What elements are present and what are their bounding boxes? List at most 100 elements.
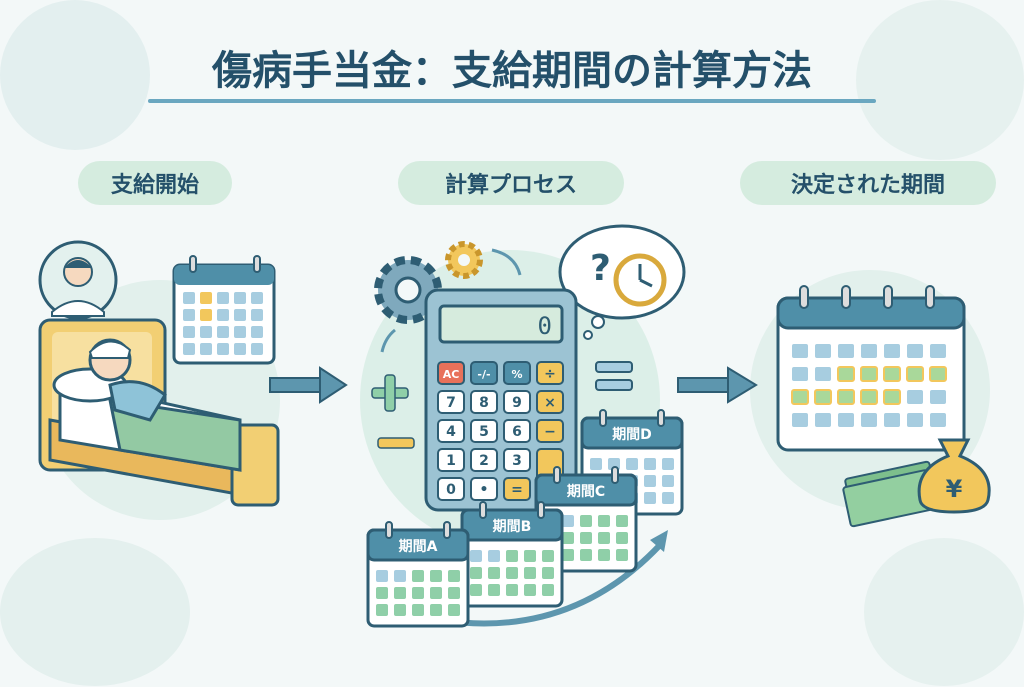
calculator-display (438, 304, 564, 344)
calendar-day (792, 413, 808, 427)
calendar-ring (189, 255, 197, 273)
calendar-day (861, 413, 877, 427)
calendar-day (412, 570, 424, 582)
cycle-arrow-icon (380, 328, 396, 353)
calendar-day (488, 584, 500, 596)
calendar-day (644, 458, 656, 470)
calendar-day (815, 344, 831, 358)
calendar-day (930, 413, 946, 427)
calculator-key-label: 8 (479, 395, 489, 411)
calendar-day (251, 326, 263, 338)
calendar-day (506, 550, 518, 562)
calendar-day (183, 292, 195, 304)
bg-blob (864, 538, 1024, 686)
calendar-day (907, 413, 923, 427)
calendar-day (562, 532, 574, 544)
minus-icon (377, 437, 415, 449)
calculator-key (503, 477, 531, 501)
patient-in-bed-illustration (38, 318, 280, 507)
page-title: 傷病手当金：支給期間の計算方法 (211, 48, 812, 94)
calculator-key (470, 477, 498, 501)
calendar-day (251, 343, 263, 355)
calendar-day (234, 309, 246, 321)
calculator-key (437, 361, 465, 385)
calculator-key-label: × (544, 395, 556, 411)
calculator-key (503, 390, 531, 414)
period-label: 期間C (567, 484, 605, 500)
calculator-key (437, 477, 465, 501)
calendar-day (506, 584, 518, 596)
arrow-right-icon (677, 366, 758, 404)
calculator-key-label: = (511, 482, 523, 498)
calendar-day (860, 366, 878, 382)
calculator-key (536, 419, 564, 443)
calendar-day (837, 366, 855, 382)
gear-icon (445, 241, 483, 279)
calendar-day (200, 292, 212, 304)
calendar-day (815, 413, 831, 427)
bg-blob (856, 0, 1024, 160)
period-label: 期間A (399, 539, 438, 555)
calendar-day (200, 309, 212, 321)
calendar-day (524, 567, 536, 579)
equals-icon (595, 361, 633, 391)
calendar-day (430, 587, 442, 599)
section-pill-result (740, 161, 996, 205)
calendar-day (930, 390, 946, 404)
calculator-key (437, 448, 465, 472)
calendar-day (412, 587, 424, 599)
doctor-avatar (38, 240, 118, 320)
calendar-day (907, 390, 923, 404)
calculator-key-label: 1 (446, 453, 456, 469)
calculator-key (536, 390, 564, 414)
calendar-day (376, 604, 388, 616)
calendar-day (884, 413, 900, 427)
arrow-head (650, 530, 668, 552)
calculator-key (470, 419, 498, 443)
calculator-key-label: 2 (479, 453, 489, 469)
calendar-day (376, 570, 388, 582)
calendar-day (791, 389, 809, 405)
calendar-day (412, 604, 424, 616)
calculator-key (437, 390, 465, 414)
calendar-day (542, 550, 554, 562)
calendar-day (251, 292, 263, 304)
calculator-key-label: AC (443, 368, 460, 381)
calendar-ring (925, 285, 935, 309)
arrow-right-icon (269, 366, 348, 404)
calendar-day (217, 309, 229, 321)
calendar-day (883, 389, 901, 405)
calendar-ring (799, 285, 809, 309)
calculator-display-value: 0 (538, 312, 552, 340)
calculator-key (503, 361, 531, 385)
calendar-ring (883, 285, 893, 309)
calculator-key-label: 0 (446, 482, 456, 498)
calculator-key (470, 361, 498, 385)
calendar-day (200, 326, 212, 338)
calendar-day (217, 343, 229, 355)
section-label-process: 計算プロセス (445, 172, 577, 198)
calendar-day (470, 550, 482, 562)
calendar-day (616, 532, 628, 544)
calculator-key (503, 448, 531, 472)
calendar-day (234, 326, 246, 338)
calendar-day (430, 570, 442, 582)
section-label-start: 支給開始 (111, 172, 199, 198)
calendar-day (488, 550, 500, 562)
calendar-day (598, 532, 610, 544)
calendar-day (488, 567, 500, 579)
period-calendar: 期間B (460, 501, 564, 608)
calendar-day (838, 344, 854, 358)
calendar-day (234, 343, 246, 355)
calendar-day (394, 604, 406, 616)
calendar-day (524, 584, 536, 596)
calendar-day (394, 587, 406, 599)
calendar-day (860, 389, 878, 405)
calendar-day (394, 570, 406, 582)
section-label-result: 決定された期間 (791, 172, 945, 198)
calculator-key-label: 5 (479, 424, 489, 440)
section-pill-start (78, 161, 232, 205)
yen-symbol: ¥ (946, 475, 963, 503)
